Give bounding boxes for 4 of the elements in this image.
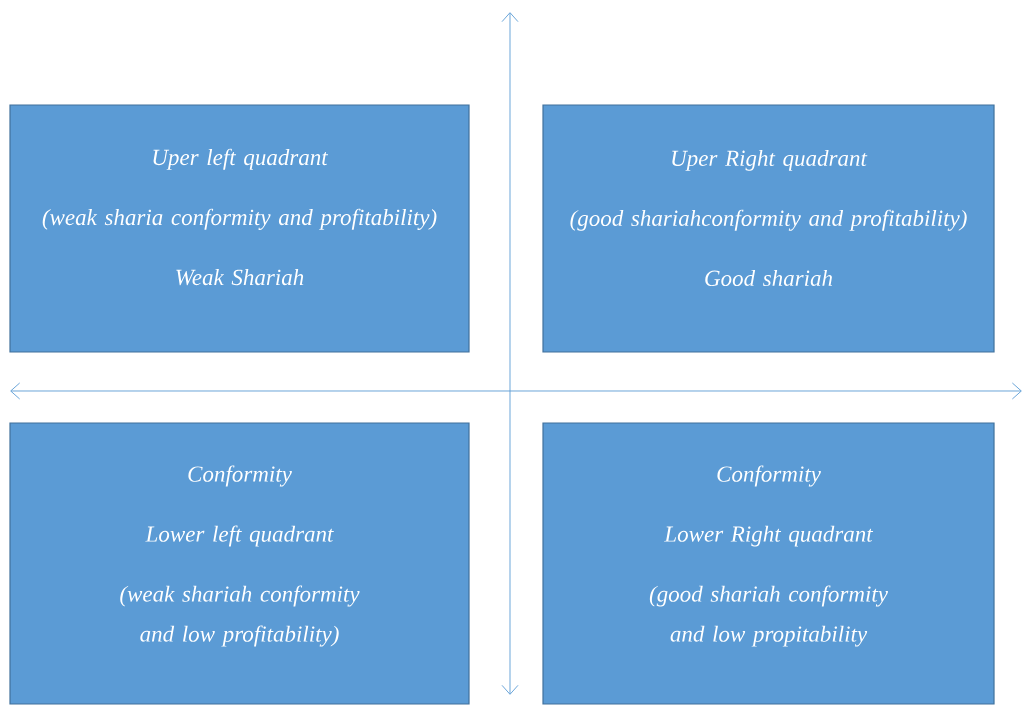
quadrant-text: Uper Right quadrant (good shariahconformity and profitability) Good shariah bbox=[570, 149, 967, 287]
quadrant-text: Conformity Lower left quadrant (weak shariah conformity and low profitability) bbox=[120, 465, 360, 647]
quadrant-text: Conformity Lower Right quadrant (good shariah conformity and low propitability bbox=[649, 465, 888, 647]
quadrant-text: Uper left quadrant (weak sharia conformity and profitability) Weak Shariah bbox=[42, 148, 437, 286]
